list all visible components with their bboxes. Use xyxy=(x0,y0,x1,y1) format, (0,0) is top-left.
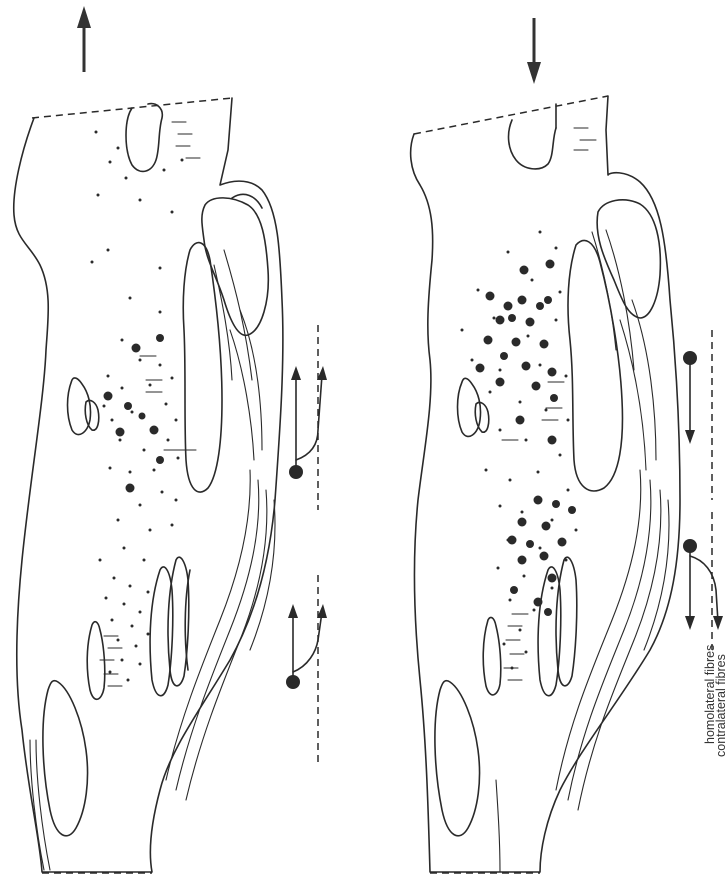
arrow-up-icon xyxy=(77,6,91,72)
left-cord-section xyxy=(14,6,283,873)
left-fibre-schematic-lower xyxy=(286,575,327,765)
left-section-outline xyxy=(14,98,283,872)
right-section-outline xyxy=(411,96,680,872)
right-fibre-schematic-lower xyxy=(683,512,723,650)
left-large-dots xyxy=(104,334,165,493)
legend-contralateral: contralateral fibres xyxy=(714,654,728,757)
left-fibre-schematic-upper xyxy=(289,325,327,510)
right-dashes xyxy=(502,128,596,680)
right-cord-section xyxy=(411,18,680,873)
right-fibre-schematic-upper xyxy=(683,330,712,500)
right-large-dots xyxy=(476,260,577,617)
arrow-down-icon xyxy=(527,18,541,84)
